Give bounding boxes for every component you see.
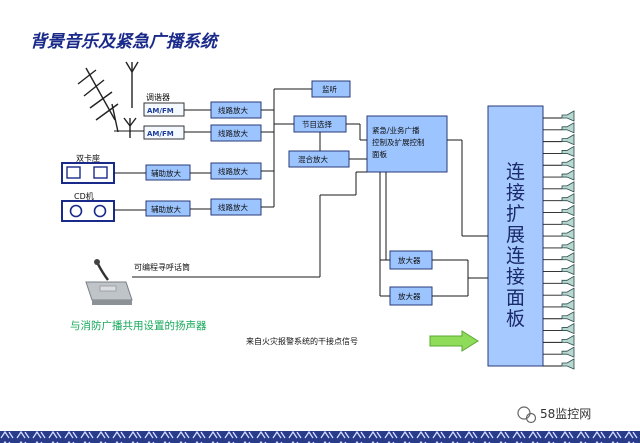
line-amp-box-3: 线路放大: [210, 162, 262, 180]
controller-box: 紧急/业务广播 控制及扩展控制 面板: [366, 115, 448, 173]
right-arrow-icon: [429, 330, 479, 352]
speaker-icon: [543, 322, 575, 335]
monitor-label: 监听: [322, 84, 337, 94]
line-amp-label: 线路放大: [218, 128, 248, 138]
tuner-unit-label: AM/FM: [147, 130, 174, 138]
speaker-icon: [543, 252, 575, 264]
speaker-icon: [543, 346, 575, 358]
controller-label: 紧急/业务广播 控制及扩展控制 面板: [372, 125, 427, 159]
power-amp-label: 放大器: [398, 255, 421, 265]
line-amp-label: 线路放大: [218, 105, 248, 115]
speaker-icon: [543, 110, 575, 122]
speaker-column: [543, 110, 575, 370]
mixer-box: 混合放大: [288, 150, 350, 168]
aux-amp-box-2: 辅助放大: [145, 200, 191, 217]
decorative-border: [0, 431, 640, 443]
speaker-icon: [543, 145, 575, 158]
fire-shared-speaker-note: 与消防广播共用设置的扬声器: [70, 319, 207, 332]
monitor-box: 监听: [311, 80, 351, 98]
power-amp-label: 放大器: [398, 291, 421, 301]
tuner-unit-1: AM/FM: [143, 102, 185, 117]
aux-amp-label: 辅助放大: [151, 204, 181, 214]
line-amp-box-2: 线路放大: [210, 124, 262, 142]
signal-wires: [114, 88, 488, 297]
power-amp-box-2: 放大器: [389, 286, 433, 306]
paging-microphone-icon: [85, 259, 133, 305]
speaker-icon: [543, 287, 575, 299]
line-amp-label: 线路放大: [218, 166, 248, 176]
speaker-icon: [543, 133, 575, 146]
mixer-label: 混合放大: [298, 154, 328, 164]
tuner-unit-2: AM/FM: [143, 125, 185, 140]
cd-player-icon: [61, 200, 115, 222]
tuner-label: 调谐器: [146, 92, 170, 102]
speaker-icon: [543, 122, 575, 134]
speaker-icon: [543, 192, 575, 205]
aux-amp-label: 辅助放大: [151, 168, 181, 178]
cd-label: CD机: [74, 191, 94, 201]
mic-label: 可编程寻呼话筒: [134, 262, 190, 272]
speaker-icon: [543, 299, 575, 311]
antenna-icon: [77, 61, 139, 138]
line-amp-box-4: 线路放大: [210, 198, 262, 216]
connection-panel-label: 连接扩展连接面板: [506, 161, 525, 330]
tuner-unit-label: AM/FM: [147, 107, 174, 115]
speaker-icon: [543, 334, 575, 346]
watermark-text: 58监控网: [540, 407, 591, 421]
speaker-icon: [543, 240, 575, 252]
program-select-box: 节目选择: [293, 115, 347, 133]
speaker-icon: [543, 157, 575, 169]
speaker-icon: [543, 169, 575, 181]
program-select-label: 节目选择: [302, 119, 332, 129]
speaker-icon: [543, 275, 575, 287]
speaker-icon: [543, 204, 575, 217]
line-amp-label: 线路放大: [218, 202, 248, 212]
speaker-icon: [543, 263, 575, 276]
cassette-label: 双卡座: [76, 153, 100, 163]
speaker-icon: [543, 216, 575, 228]
speaker-icon: [543, 311, 575, 323]
power-amp-box-1: 放大器: [389, 250, 433, 270]
page-title: 背景音乐及紧急广播系统: [30, 32, 220, 52]
watermark: 58监控网: [517, 406, 591, 424]
connection-panel: 连接扩展连接面板: [487, 105, 544, 367]
aux-amp-box-1: 辅助放大: [145, 164, 191, 181]
fire-alarm-signal-label: 来自火灾报警系统的干接点信号: [246, 336, 358, 346]
speaker-icon: [543, 181, 575, 193]
cassette-deck-icon: [61, 162, 115, 184]
speaker-icon: [543, 228, 575, 240]
speaker-icon: [543, 358, 575, 370]
line-amp-box-1: 线路放大: [210, 101, 262, 119]
